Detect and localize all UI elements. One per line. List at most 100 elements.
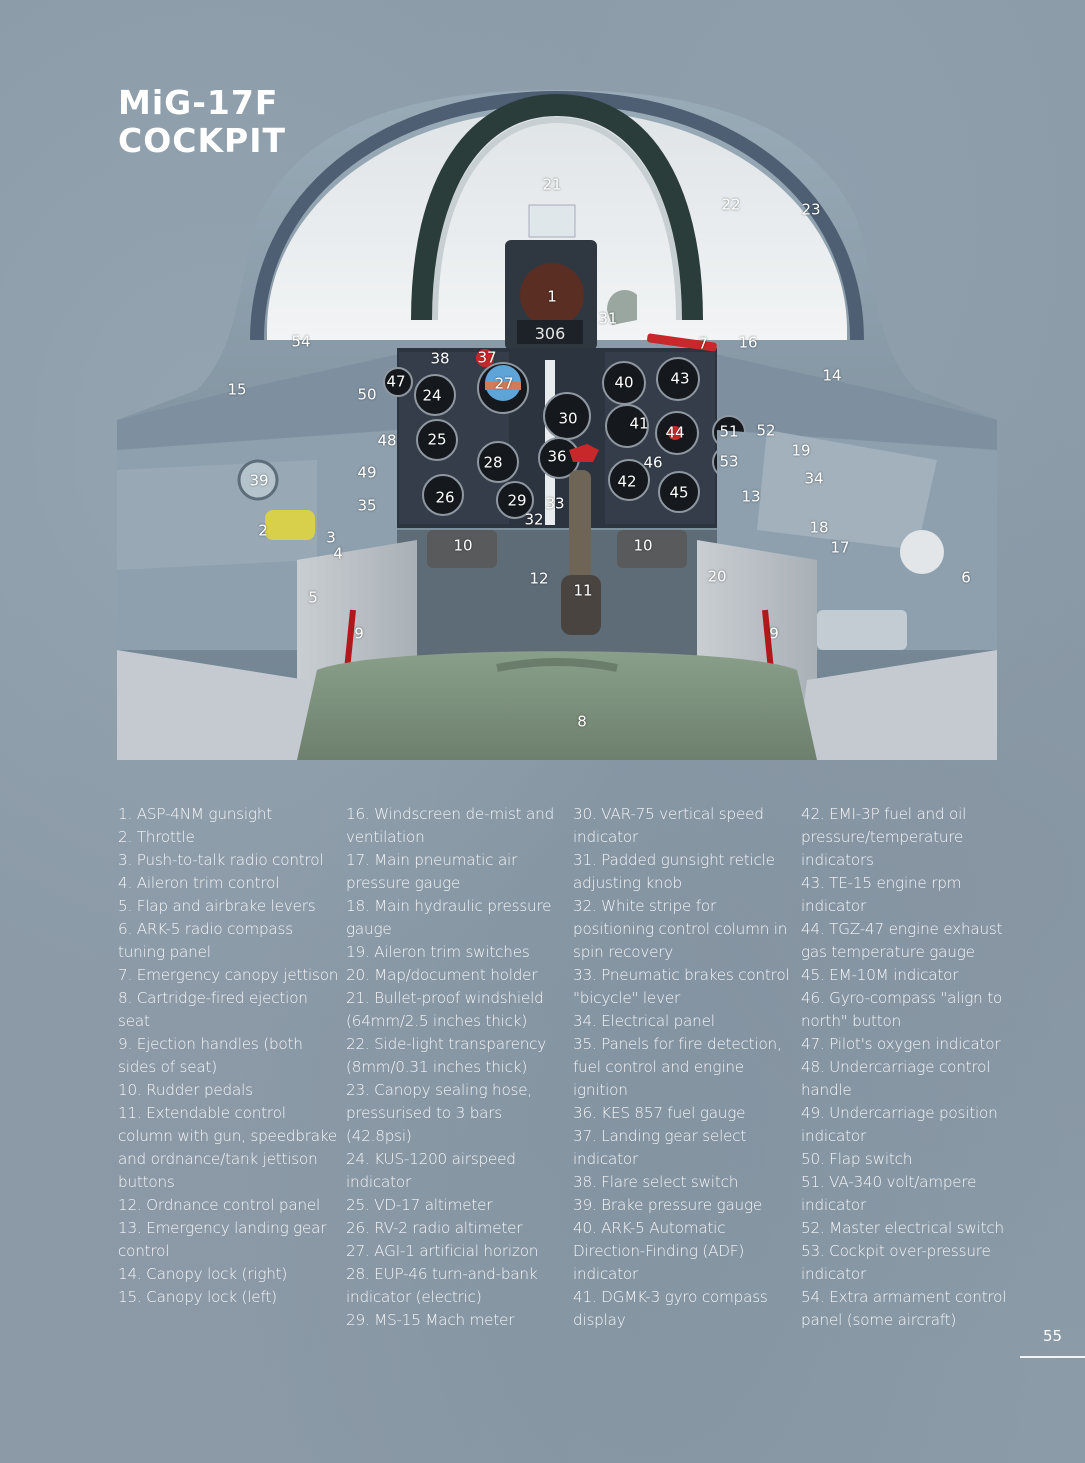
callout-number: 39 — [249, 471, 269, 490]
callout-number: 44 — [665, 423, 685, 442]
legend-item: 8. Cartridge-fired ejection seat — [118, 989, 308, 1030]
legend-item: 25. VD-17 altimeter — [346, 1196, 493, 1214]
callout-number: 10 — [453, 536, 473, 555]
callout-number: 10 — [633, 536, 653, 555]
legend-item: 6. ARK-5 radio compass tuning panel — [118, 920, 293, 961]
legend-item: 39. Brake pressure gauge — [573, 1196, 763, 1214]
legend-item: 52. Master electrical switch — [801, 1219, 1004, 1237]
legend-item: 43. TE-15 engine rpm indicator — [801, 874, 962, 915]
legend-item: 18. Main hydraulic pressure gauge — [346, 897, 552, 938]
legend-item: 28. EUP-46 turn-and-bank indicator (elec… — [346, 1265, 538, 1306]
callout-number: 4 — [333, 544, 343, 563]
callout-number: 19 — [791, 441, 811, 460]
callout-number: 15 — [227, 380, 247, 399]
callout-number: 40 — [614, 373, 634, 392]
legend-item: 27. AGI-1 artificial horizon — [346, 1242, 539, 1260]
legend-item: 1. ASP-4NM gunsight — [118, 805, 272, 823]
gunsight-counter: 306 — [535, 324, 566, 343]
callout-number: 34 — [804, 469, 824, 488]
callout-number: 23 — [801, 200, 821, 219]
callout-number: 53 — [719, 452, 739, 471]
legend-item: 13. Emergency landing gear control — [118, 1219, 327, 1260]
legend-item: 22. Side-light transparency (8mm/0.31 in… — [346, 1035, 547, 1076]
callout-number: 28 — [483, 453, 503, 472]
callout-number: 5 — [308, 588, 318, 607]
callout-number: 27 — [494, 374, 514, 393]
legend-item: 47. Pilot's oxygen indicator — [801, 1035, 1001, 1053]
callout-number: 50 — [357, 385, 377, 404]
callout-number: 7 — [698, 334, 708, 353]
legend-column-3: 30. VAR-75 vertical speed indicator 31. … — [573, 803, 798, 1332]
callout-number: 20 — [707, 567, 727, 586]
cockpit-illustration: 30 6 — [117, 90, 997, 760]
callout-number: 16 — [738, 333, 758, 352]
legend-item: 33. Pneumatic brakes control "bicycle" l… — [573, 966, 790, 1007]
legend-column-2: 16. Windscreen de-mist and ventilation 1… — [346, 803, 568, 1332]
callout-number: 43 — [670, 369, 690, 388]
legend-column-4: 42. EMI-3P fuel and oil pressure/tempera… — [801, 803, 1023, 1332]
legend-item: 29. MS-15 Mach meter — [346, 1311, 515, 1329]
legend-item: 36. KES 857 fuel gauge — [573, 1104, 746, 1122]
legend-item: 41. DGMK-3 gyro compass display — [573, 1288, 768, 1329]
legend-item: 38. Flare select switch — [573, 1173, 739, 1191]
callout-number: 9 — [354, 624, 364, 643]
legend-item: 50. Flap switch — [801, 1150, 913, 1168]
callout-number: 54 — [291, 332, 311, 351]
legend-item: 51. VA-340 volt/ampere indicator — [801, 1173, 977, 1214]
legend-column-1: 1. ASP-4NM gunsight 2. Throttle 3. Push-… — [118, 803, 340, 1309]
legend-item: 23. Canopy sealing hose, pressurised to … — [346, 1081, 533, 1145]
legend-item: 49. Undercarriage position indicator — [801, 1104, 998, 1145]
callout-number: 17 — [830, 538, 850, 557]
title-line-aircraft: MiG-17F — [118, 83, 279, 122]
page-title: MiG-17F COCKPIT — [118, 84, 286, 160]
callout-number: 26 — [435, 488, 455, 507]
page-number: 55 — [1043, 1327, 1063, 1345]
legend-item: 24. KUS-1200 airspeed indicator — [346, 1150, 516, 1191]
callout-number: 48 — [377, 431, 397, 450]
legend-item: 45. EM-10M indicator — [801, 966, 959, 984]
legend-item: 31. Padded gunsight reticle adjusting kn… — [573, 851, 775, 892]
callout-number: 33 — [545, 494, 565, 513]
callout-number: 42 — [617, 472, 637, 491]
callout-number: 9 — [769, 624, 779, 643]
legend-item: 30. VAR-75 vertical speed indicator — [573, 805, 764, 846]
legend-item: 11. Extendable control column with gun, … — [118, 1104, 338, 1191]
callout-number: 18 — [809, 518, 829, 537]
callout-number: 38 — [430, 349, 450, 368]
legend-item: 2. Throttle — [118, 828, 195, 846]
callout-number: 21 — [542, 175, 562, 194]
legend-item: 42. EMI-3P fuel and oil pressure/tempera… — [801, 805, 967, 869]
callout-number: 47 — [386, 372, 406, 391]
legend-item: 12. Ordnance control panel — [118, 1196, 321, 1214]
legend-item: 34. Electrical panel — [573, 1012, 715, 1030]
title-line-cockpit: COCKPIT — [118, 121, 287, 160]
legend-item: 15. Canopy lock (left) — [118, 1288, 277, 1306]
callout-number: 13 — [741, 487, 761, 506]
callout-number: 29 — [507, 491, 527, 510]
callout-number: 30 — [558, 409, 578, 428]
legend-item: 37. Landing gear select indicator — [573, 1127, 747, 1168]
legend-item: 53. Cockpit over-pressure indicator — [801, 1242, 991, 1283]
callout-number: 49 — [357, 463, 377, 482]
callout-number: 32 — [524, 510, 544, 529]
cockpit-artwork: 30 6 — [117, 90, 997, 760]
legend-item: 54. Extra armament control panel (some a… — [801, 1288, 1007, 1329]
callout-number: 3 — [326, 528, 336, 547]
legend-item: 26. RV-2 radio altimeter — [346, 1219, 523, 1237]
callout-number: 25 — [427, 430, 447, 449]
legend-item: 46. Gyro-compass "align to north" button — [801, 989, 1003, 1030]
legend-item: 40. ARK-5 Automatic Direction-Finding (A… — [573, 1219, 745, 1283]
callout-number: 31 — [598, 309, 618, 328]
callout-number: 2 — [258, 521, 268, 540]
legend-item: 10. Rudder pedals — [118, 1081, 253, 1099]
callout-number: 36 — [547, 447, 567, 466]
legend-item: 4. Aileron trim control — [118, 874, 280, 892]
legend-item: 9. Ejection handles (both sides of seat) — [118, 1035, 303, 1076]
legend-item: 7. Emergency canopy jettison — [118, 966, 339, 984]
callout-number: 24 — [422, 386, 442, 405]
legend-item: 3. Push-to-talk radio control — [118, 851, 324, 869]
page-number-rule — [1020, 1356, 1085, 1358]
callout-number: 6 — [961, 568, 971, 587]
legend-item: 21. Bullet-proof windshield (64mm/2.5 in… — [346, 989, 544, 1030]
legend-item: 14. Canopy lock (right) — [118, 1265, 288, 1283]
